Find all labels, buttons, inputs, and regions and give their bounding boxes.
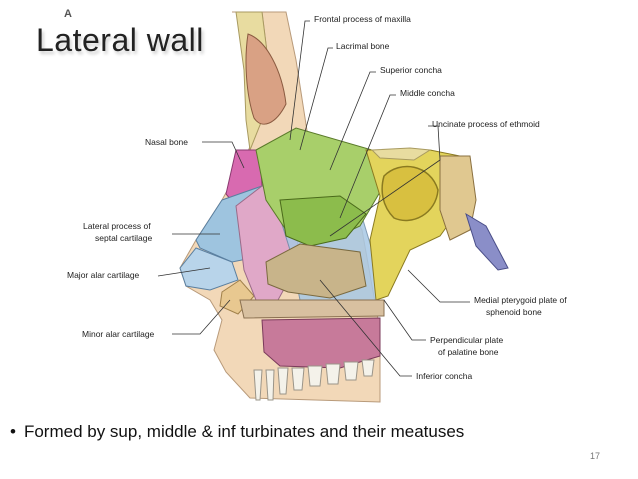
label-major-alar: Major alar cartilage <box>67 270 140 280</box>
label-uncinate-process: Uncinate process of ethmoid <box>432 119 540 129</box>
label-nasal-bone: Nasal bone <box>145 137 188 147</box>
leader-frontal-process <box>289 20 310 141</box>
leader-middle-concha <box>339 94 396 219</box>
label-lateral-process-line1: Lateral process of <box>83 221 151 231</box>
inferior-concha-shape <box>265 243 367 299</box>
leader-minor-alar <box>172 299 231 335</box>
bullet-point: • Formed by sup, middle & inf turbinates … <box>10 422 464 442</box>
posterior-bone <box>370 147 432 161</box>
leader-inferior-concha <box>319 279 412 377</box>
sphenoid-sinus <box>381 165 439 222</box>
label-inferior-concha: Inferior concha <box>416 371 472 381</box>
label-middle-concha: Middle concha <box>400 88 455 98</box>
pterygoid-bone <box>439 155 477 241</box>
medial-pterygoid-plate <box>465 212 509 271</box>
middle-concha-shape <box>279 195 367 247</box>
leader-perpendicular <box>383 299 426 341</box>
page-number: 17 <box>590 451 601 461</box>
leader-lacrimal <box>299 47 333 151</box>
figure-letter: A <box>64 8 72 20</box>
leader-superior-concha <box>329 71 376 171</box>
leader-medial-pterygoid <box>407 269 470 303</box>
label-minor-alar: Minor alar cartilage <box>82 329 155 339</box>
label-medial-pterygoid-line2: sphenoid bone <box>486 307 542 317</box>
frontal-sinus <box>245 33 287 125</box>
label-lateral-process-line2: septal cartilage <box>95 233 152 243</box>
label-superior-concha: Superior concha <box>380 65 442 75</box>
teeth <box>253 359 375 401</box>
label-perpendicular-plate-line1: Perpendicular plate <box>430 335 504 345</box>
slide-title: Lateral wall <box>36 22 204 58</box>
label-lacrimal-bone: Lacrimal bone <box>336 41 390 51</box>
label-perpendicular-plate-line2: of palatine bone <box>438 347 499 357</box>
leader-major-alar <box>157 267 211 277</box>
hard-palate <box>239 299 385 319</box>
label-frontal-process: Frontal process of maxilla <box>314 14 411 24</box>
major-alar-cartilage <box>179 247 239 291</box>
bullet-dot: • <box>10 422 16 441</box>
leader-uncinate <box>329 125 441 237</box>
bullet-text: Formed by sup, middle & inf turbinates a… <box>23 422 465 441</box>
leader-nasal-bone <box>202 141 245 169</box>
label-medial-pterygoid-line1: Medial pterygoid plate of <box>474 295 567 305</box>
